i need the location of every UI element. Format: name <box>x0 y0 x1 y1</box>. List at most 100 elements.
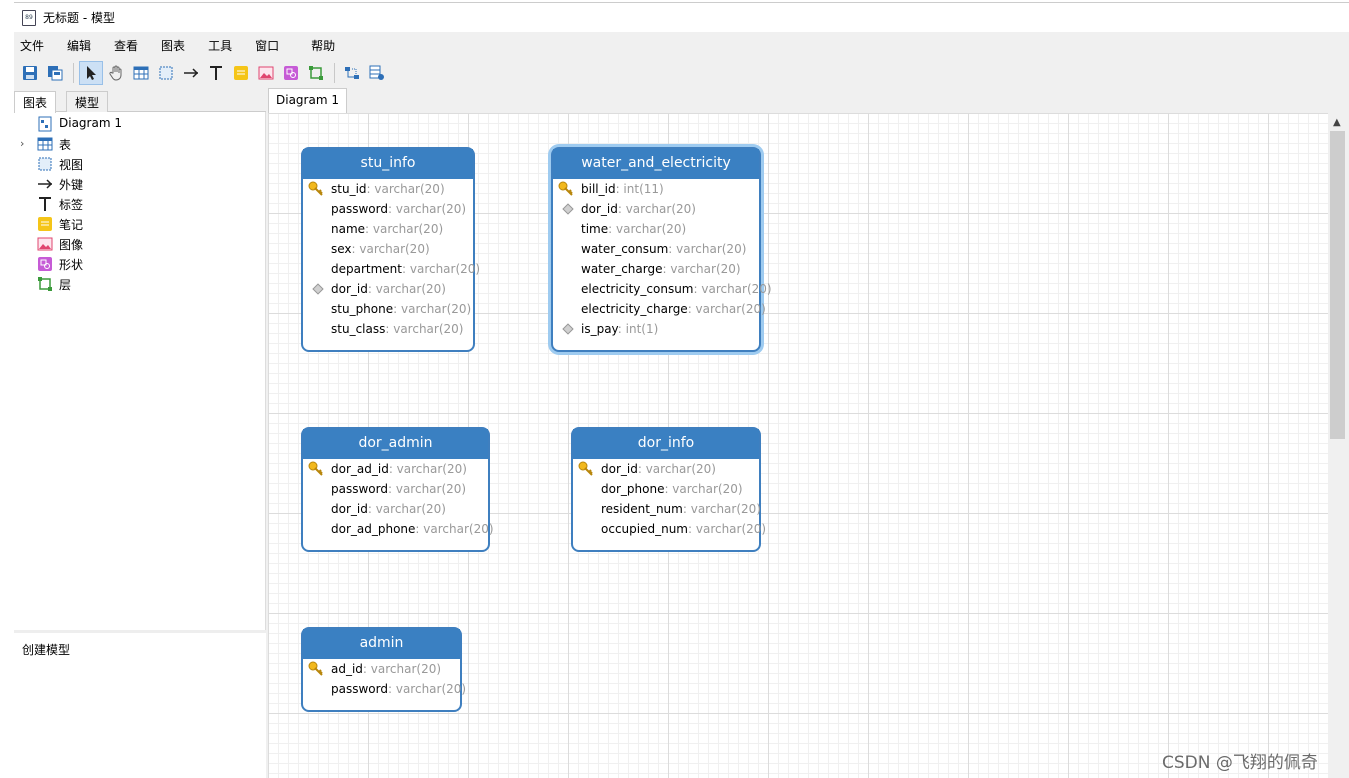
table-icon <box>37 136 53 152</box>
tree-item-views[interactable]: 视图 <box>14 154 266 174</box>
menu-help[interactable]: 帮助 <box>311 38 336 53</box>
field-row[interactable]: ad_id: varchar(20) <box>303 659 460 679</box>
tree-item-images[interactable]: 图像 <box>14 234 266 254</box>
menu-diagram[interactable]: 图表 <box>161 38 186 53</box>
pointer-icon[interactable] <box>79 61 103 85</box>
table-icon[interactable] <box>129 61 153 85</box>
tree-item-label: 图像 <box>59 238 84 252</box>
app-icon: 89 <box>22 9 36 26</box>
field-row[interactable]: sex: varchar(20) <box>303 239 473 259</box>
field-row[interactable]: dor_id: varchar(20) <box>303 499 488 519</box>
menu-view[interactable]: 查看 <box>114 38 139 53</box>
field-row[interactable]: dor_id: varchar(20) <box>553 199 759 219</box>
entity-water-and-electricity[interactable]: water_and_electricity bill_id: int(11) d… <box>551 147 772 352</box>
field-row[interactable]: water_consum: varchar(20) <box>553 239 759 259</box>
entity-header: dor_admin <box>303 429 488 459</box>
menu-file[interactable]: 文件 <box>20 38 45 53</box>
field-name: password <box>331 682 388 696</box>
auto-layout-icon[interactable] <box>340 61 364 85</box>
field-row[interactable]: is_pay: int(1) <box>553 319 759 339</box>
hand-icon[interactable] <box>104 61 128 85</box>
label-icon[interactable] <box>204 61 228 85</box>
field-row[interactable]: stu_class: varchar(20) <box>303 319 473 339</box>
field-row[interactable]: password: varchar(20) <box>303 679 466 699</box>
layer-icon[interactable] <box>304 61 328 85</box>
field-name: electricity_charge <box>581 302 688 316</box>
field-type: : varchar(20) <box>367 282 446 296</box>
tree-item-label: 标签 <box>59 198 84 212</box>
field-row[interactable]: electricity_charge: varchar(20) <box>553 299 766 319</box>
field-type: : varchar(20) <box>388 462 467 476</box>
scrollbar-thumb[interactable] <box>1330 131 1345 439</box>
field-row[interactable]: electricity_consum: varchar(20) <box>553 279 772 299</box>
vertical-scrollbar[interactable]: ▲ <box>1328 113 1349 778</box>
save-as-icon[interactable] <box>43 61 67 85</box>
chevron-right-icon[interactable]: › <box>20 137 25 150</box>
field-type: : varchar(20) <box>365 222 444 236</box>
tree-item-label: 形状 <box>59 258 84 272</box>
foreign-key-diamond-icon <box>562 323 574 335</box>
tree-item-shapes[interactable]: 形状 <box>14 254 266 274</box>
menu-tools[interactable]: 工具 <box>208 38 233 53</box>
field-row[interactable]: dor_ad_id: varchar(20) <box>303 459 488 479</box>
menu-edit[interactable]: 编辑 <box>67 38 92 53</box>
field-name: dor_id <box>581 202 618 216</box>
field-row[interactable]: resident_num: varchar(20) <box>573 499 761 519</box>
primary-key-icon <box>578 461 594 477</box>
entity-stu-info[interactable]: stu_info stu_id: varchar(20) password: v… <box>301 147 480 352</box>
field-row[interactable]: occupied_num: varchar(20) <box>573 519 766 539</box>
note-icon[interactable] <box>229 61 253 85</box>
tree-item-label: 笔记 <box>59 218 84 232</box>
field-type: : varchar(20) <box>682 502 761 516</box>
field-row[interactable]: dor_id: varchar(20) <box>303 279 473 299</box>
field-name: water_charge <box>581 262 663 276</box>
tab-diagram[interactable]: 图表 <box>14 91 57 113</box>
field-row[interactable]: password: varchar(20) <box>303 199 473 219</box>
diagram-canvas[interactable]: stu_info stu_id: varchar(20) password: v… <box>268 113 1328 778</box>
foreign-key-icon <box>37 176 53 192</box>
tree-item-layers[interactable]: 层 <box>14 274 266 294</box>
field-type: : varchar(20) <box>366 182 445 196</box>
foreign-key-icon[interactable] <box>179 61 203 85</box>
field-row[interactable]: department: varchar(20) <box>303 259 480 279</box>
field-row[interactable]: dor_ad_phone: varchar(20) <box>303 519 494 539</box>
field-type: : varchar(20) <box>362 662 442 676</box>
field-row[interactable]: dor_id: varchar(20) <box>573 459 759 479</box>
primary-key-icon <box>308 181 324 197</box>
field-row[interactable]: water_charge: varchar(20) <box>553 259 759 279</box>
field-row[interactable]: stu_id: varchar(20) <box>303 179 473 199</box>
field-row[interactable]: stu_phone: varchar(20) <box>303 299 473 319</box>
tree-item-diagram[interactable]: Diagram 1 <box>14 114 266 134</box>
field-type: : varchar(20) <box>402 262 481 276</box>
image-icon[interactable] <box>254 61 278 85</box>
shape-icon[interactable] <box>279 61 303 85</box>
tree-item-notes[interactable]: 笔记 <box>14 214 266 234</box>
tree-item-tables[interactable]: › 表 <box>14 134 266 154</box>
tree-item-foreign-keys[interactable]: 外键 <box>14 174 266 194</box>
tab-diagram-1[interactable]: Diagram 1 <box>268 88 347 113</box>
field-name: resident_num <box>601 502 683 516</box>
tree-item-label: 外键 <box>59 178 84 192</box>
grid-icon[interactable] <box>365 61 389 85</box>
entity-dor-info[interactable]: dor_info dor_id: varchar(20) dor_phone: … <box>571 427 766 552</box>
field-type: : varchar(20) <box>415 522 494 536</box>
field-row[interactable]: bill_id: int(11) <box>553 179 759 199</box>
view-icon[interactable] <box>154 61 178 85</box>
entity-admin[interactable]: admin ad_id: varchar(20) password: varch… <box>301 627 466 712</box>
field-row[interactable]: dor_phone: varchar(20) <box>573 479 759 499</box>
save-icon[interactable] <box>18 61 42 85</box>
entity-header: dor_info <box>573 429 759 459</box>
tree-item-labels[interactable]: 标签 <box>14 194 266 214</box>
field-type: : varchar(20) <box>637 462 716 476</box>
document-tabs: Diagram 1 <box>268 88 1349 113</box>
menu-window[interactable]: 窗口 <box>255 38 280 53</box>
chevron-up-icon[interactable]: ▲ <box>1333 117 1341 128</box>
field-row[interactable]: name: varchar(20) <box>303 219 473 239</box>
tab-model[interactable]: 模型 <box>66 91 109 112</box>
field-type: : int(11) <box>615 182 664 196</box>
field-row[interactable]: time: varchar(20) <box>553 219 759 239</box>
field-name: is_pay <box>581 322 618 336</box>
entity-dor-admin[interactable]: dor_admin dor_ad_id: varchar(20) passwor… <box>301 427 494 552</box>
field-row[interactable]: password: varchar(20) <box>303 479 488 499</box>
field-name: stu_id <box>331 182 367 196</box>
